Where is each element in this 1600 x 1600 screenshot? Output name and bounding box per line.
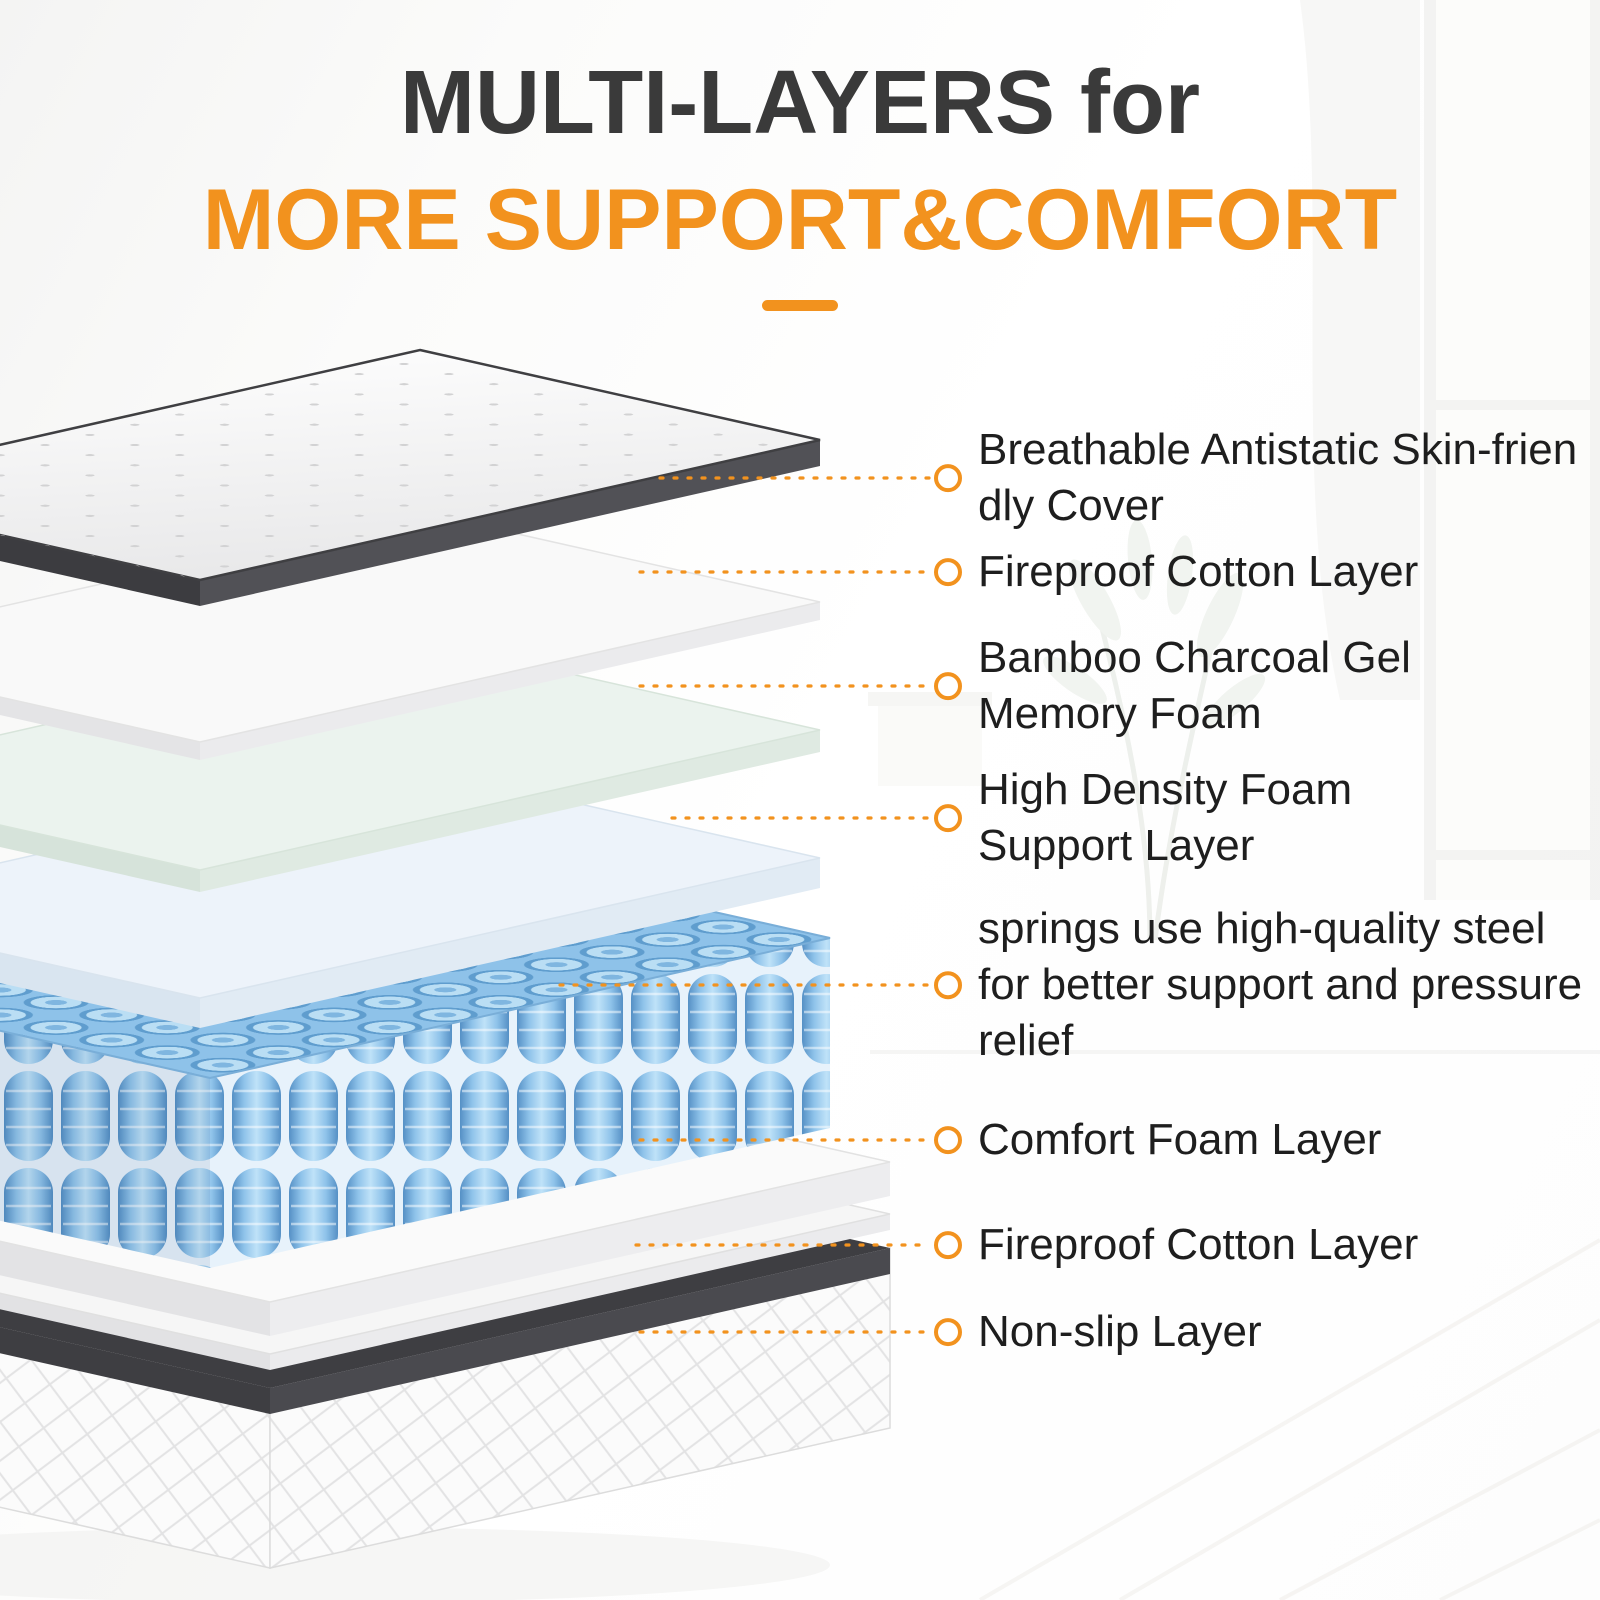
floor-lines	[978, 1238, 1600, 1600]
label-marker-icon	[934, 1318, 962, 1346]
base-trim-right	[270, 1248, 890, 1414]
label-line: Breathable Antistatic Skin-frien	[978, 425, 1578, 475]
springs-front-left-shade	[0, 1030, 210, 1268]
layer-label-non-slip: Non-slip Layer	[934, 1304, 1262, 1360]
label-line: Fireproof Cotton Layer	[978, 1220, 1419, 1270]
layer-label-gel-memory-foam: Bamboo Charcoal Gel Memory Foam	[934, 630, 1411, 742]
fire2-front-right-face	[270, 1214, 890, 1370]
layer-label-cover: Breathable Antistatic Skin-frien dly Cov…	[934, 422, 1577, 534]
ground-shadow	[0, 1527, 830, 1600]
layer-label-springs: springs use high-quality steel for bette…	[934, 901, 1582, 1069]
title-line-2: MORE SUPPORT&COMFORT	[202, 172, 1398, 268]
label-line: Bamboo Charcoal Gel	[978, 633, 1411, 683]
page-header: MULTI-LAYERS for MORE SUPPORT&COMFORT	[0, 52, 1600, 311]
label-text: Breathable Antistatic Skin-frien dly Cov…	[978, 422, 1577, 534]
label-line: Comfort Foam Layer	[978, 1115, 1382, 1165]
cover-front-left-face	[0, 535, 200, 606]
springs-front-left-face	[0, 1030, 210, 1268]
label-marker-icon	[934, 971, 962, 999]
label-marker-icon	[934, 672, 962, 700]
label-line: relief	[978, 1015, 1074, 1065]
layer-label-fireproof-top: Fireproof Cotton Layer	[934, 544, 1418, 600]
label-text: Comfort Foam Layer	[978, 1112, 1381, 1168]
fire2-front-left-face	[0, 1293, 270, 1370]
label-text: Fireproof Cotton Layer	[978, 1217, 1418, 1273]
nightstand-illustration	[868, 692, 992, 786]
springs-front-right-face	[210, 938, 830, 1268]
layer-label-high-density-foam: High Density Foam Support Layer	[934, 762, 1352, 874]
label-line: dly Cover	[978, 481, 1164, 530]
fire1-front-right-face	[200, 602, 820, 760]
background-scene-illustration	[868, 0, 1600, 1600]
label-line: Non-slip Layer	[978, 1307, 1262, 1357]
gel-front-left-face	[0, 825, 200, 892]
label-line: Fireproof Cotton Layer	[978, 547, 1419, 597]
layer-cover	[0, 348, 821, 606]
label-marker-icon	[934, 804, 962, 832]
base-trim-left	[0, 1327, 270, 1414]
layer-label-fireproof-bottom: Fireproof Cotton Layer	[934, 1217, 1418, 1273]
cover-quilt-pattern	[0, 350, 820, 580]
title-line-1: MULTI-LAYERS for	[400, 53, 1200, 153]
label-line: Support Layer	[978, 821, 1255, 870]
label-marker-icon	[934, 464, 962, 492]
label-marker-icon	[934, 1126, 962, 1154]
label-marker-icon	[934, 1231, 962, 1259]
leader-lines	[558, 476, 932, 1334]
label-marker-icon	[934, 558, 962, 586]
label-line: springs use high-quality steel	[978, 904, 1546, 954]
title-underline	[762, 300, 838, 311]
label-line: High Density Foam	[978, 765, 1353, 815]
comfort-front-right-face	[270, 1162, 890, 1336]
label-text: Non-slip Layer	[978, 1304, 1262, 1360]
hd-front-left-face	[0, 953, 200, 1028]
plant-illustration	[1043, 520, 1266, 941]
label-text: Bamboo Charcoal Gel Memory Foam	[978, 630, 1411, 742]
label-line: Memory Foam	[978, 689, 1262, 738]
label-text: springs use high-quality steel for bette…	[978, 901, 1582, 1069]
label-text: High Density Foam Support Layer	[978, 762, 1352, 874]
label-text: Fireproof Cotton Layer	[978, 544, 1418, 600]
comfort-front-left-face	[0, 1241, 270, 1336]
gel-front-right-face	[200, 730, 820, 892]
label-line: for better support and pressure	[978, 960, 1583, 1010]
fire1-front-left-face	[0, 697, 200, 760]
hd-front-right-face	[200, 858, 820, 1028]
cover-front-right-face	[200, 440, 820, 606]
layer-label-comfort-foam: Comfort Foam Layer	[934, 1112, 1381, 1168]
